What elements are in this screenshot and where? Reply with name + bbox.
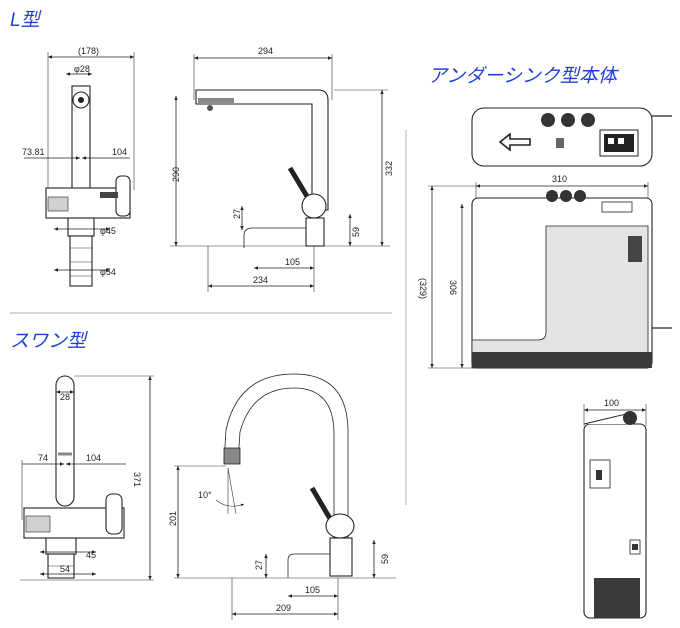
under-sink-front-view: 310 306 (329) [418,174,672,369]
title-l-type: L型 [10,10,42,31]
dim-swan-side-height: 201 [168,511,178,526]
dim-l-front-right-offset: 104 [112,147,127,157]
dim-swan-side-base-depth: 209 [276,603,291,613]
l-type-front-view: (178) φ28 73.81 104 φ45 φ54 [22,46,135,287]
dim-l-side-total-height: 332 [384,161,394,176]
dim-l-front-base-diameter: φ45 [100,226,116,236]
dim-unit-total-height: (329) [418,278,428,299]
dim-swan-side-handle-offset: 105 [305,585,320,595]
swan-type-side-view: 10° 201 27 59 105 209 [168,373,396,620]
dim-l-front-shank-diameter: φ54 [100,267,116,277]
dim-swan-front-right-offset: 104 [86,453,101,463]
title-swan-type: スワン型 [10,331,88,352]
dim-swan-side-body-offset: 27 [254,560,264,570]
dim-swan-front-spout-diameter: 28 [60,392,70,402]
dim-l-side-height: 290 [171,167,181,182]
dim-l-front-left-offset: 73.81 [22,147,45,157]
dim-unit-depth: 100 [604,398,619,408]
dim-l-side-base-depth: 234 [253,275,268,285]
dim-l-side-handle-offset: 105 [285,257,300,267]
dim-swan-side-body-height: 59 [380,554,390,564]
dim-unit-width: 310 [552,174,567,184]
dim-swan-front-shank-diameter: 54 [60,564,70,574]
under-sink-side-view: 100 [583,398,647,619]
dim-swan-side-angle: 10° [198,490,212,500]
swan-type-front-view: 28 74 104 371 45 54 [20,375,154,581]
dim-l-front-total-width: (178) [78,46,99,56]
dim-swan-front-total-height: 371 [132,472,142,487]
dim-swan-front-left-offset: 74 [38,453,48,463]
dim-swan-front-base-diameter: 45 [86,550,96,560]
dim-l-side-reach: 294 [258,46,273,56]
under-sink-top-view [471,107,672,167]
dim-l-front-spout-diameter: φ28 [74,64,90,74]
dim-l-side-body-height: 59 [351,227,361,237]
dim-unit-height: 306 [448,280,458,295]
title-under-sink: アンダーシンク型本体 [428,65,620,87]
l-type-side-view: 294 290 332 27 59 105 234 [170,46,394,292]
dim-l-side-body-offset: 27 [232,209,242,219]
